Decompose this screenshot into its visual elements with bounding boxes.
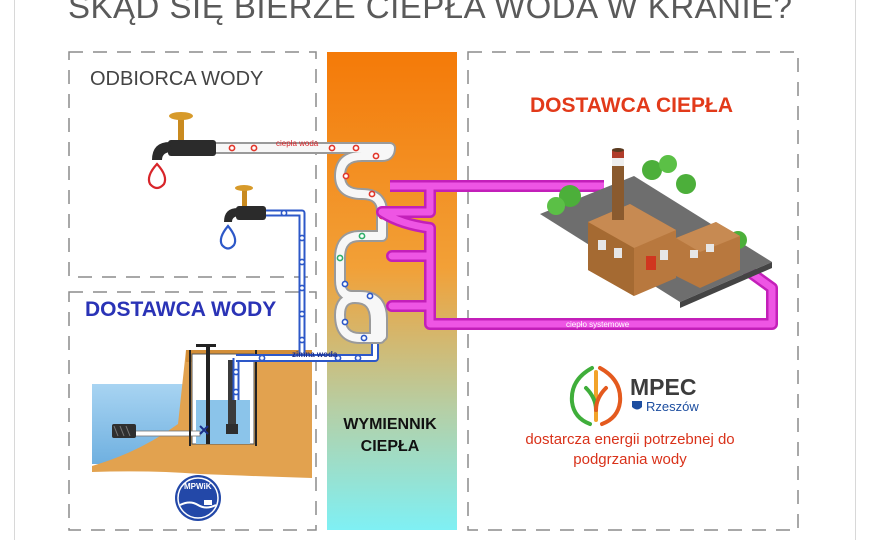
cold-water-pipe-label: zimna woda	[292, 350, 338, 359]
consumer-label: ODBIORCA WODY	[90, 68, 264, 90]
cold-water-tap	[219, 185, 266, 250]
hot-water-bubbles	[228, 144, 386, 342]
hot-water-tap	[147, 112, 216, 190]
mpec-description: dostarcza energii potrzebnej do podgrzan…	[525, 431, 735, 468]
section-borders	[68, 51, 799, 531]
heating-plant	[540, 148, 772, 308]
heat-supplier-label: DOSTAWCA CIEPŁA	[530, 94, 733, 117]
mpec-logo-icon	[569, 366, 623, 426]
consumer-section	[68, 51, 317, 278]
pump-filter	[112, 424, 136, 438]
hot-water-coil	[206, 142, 396, 344]
hot-water-drop-icon	[147, 162, 167, 190]
system-heat-pipe-label: ciepło systemowe	[566, 320, 630, 329]
mpec-name: MPEC	[630, 374, 697, 400]
heat-supplier-section	[467, 51, 799, 531]
mpwik-logo-text: MPWiK	[184, 482, 212, 491]
page-frame	[14, 0, 856, 540]
water-supplier-section	[68, 291, 317, 531]
mpwik-logo	[175, 475, 221, 521]
water-source	[92, 344, 312, 478]
city-crest-icon	[632, 401, 642, 410]
mpec-city: Rzeszów	[646, 399, 699, 414]
cold-water-bubbles	[232, 209, 362, 396]
cold-water-drop-icon	[219, 224, 237, 250]
hot-water-pipe-label: ciepła woda	[276, 139, 319, 148]
heat-exchanger-label: WYMIENNIK CIEPŁA	[343, 416, 437, 455]
water-supplier-label: DOSTAWCA WODY	[85, 298, 277, 321]
page-title: SKĄD SIĘ BIERZE CIEPŁA WODA W KRANIE?	[68, 0, 793, 25]
